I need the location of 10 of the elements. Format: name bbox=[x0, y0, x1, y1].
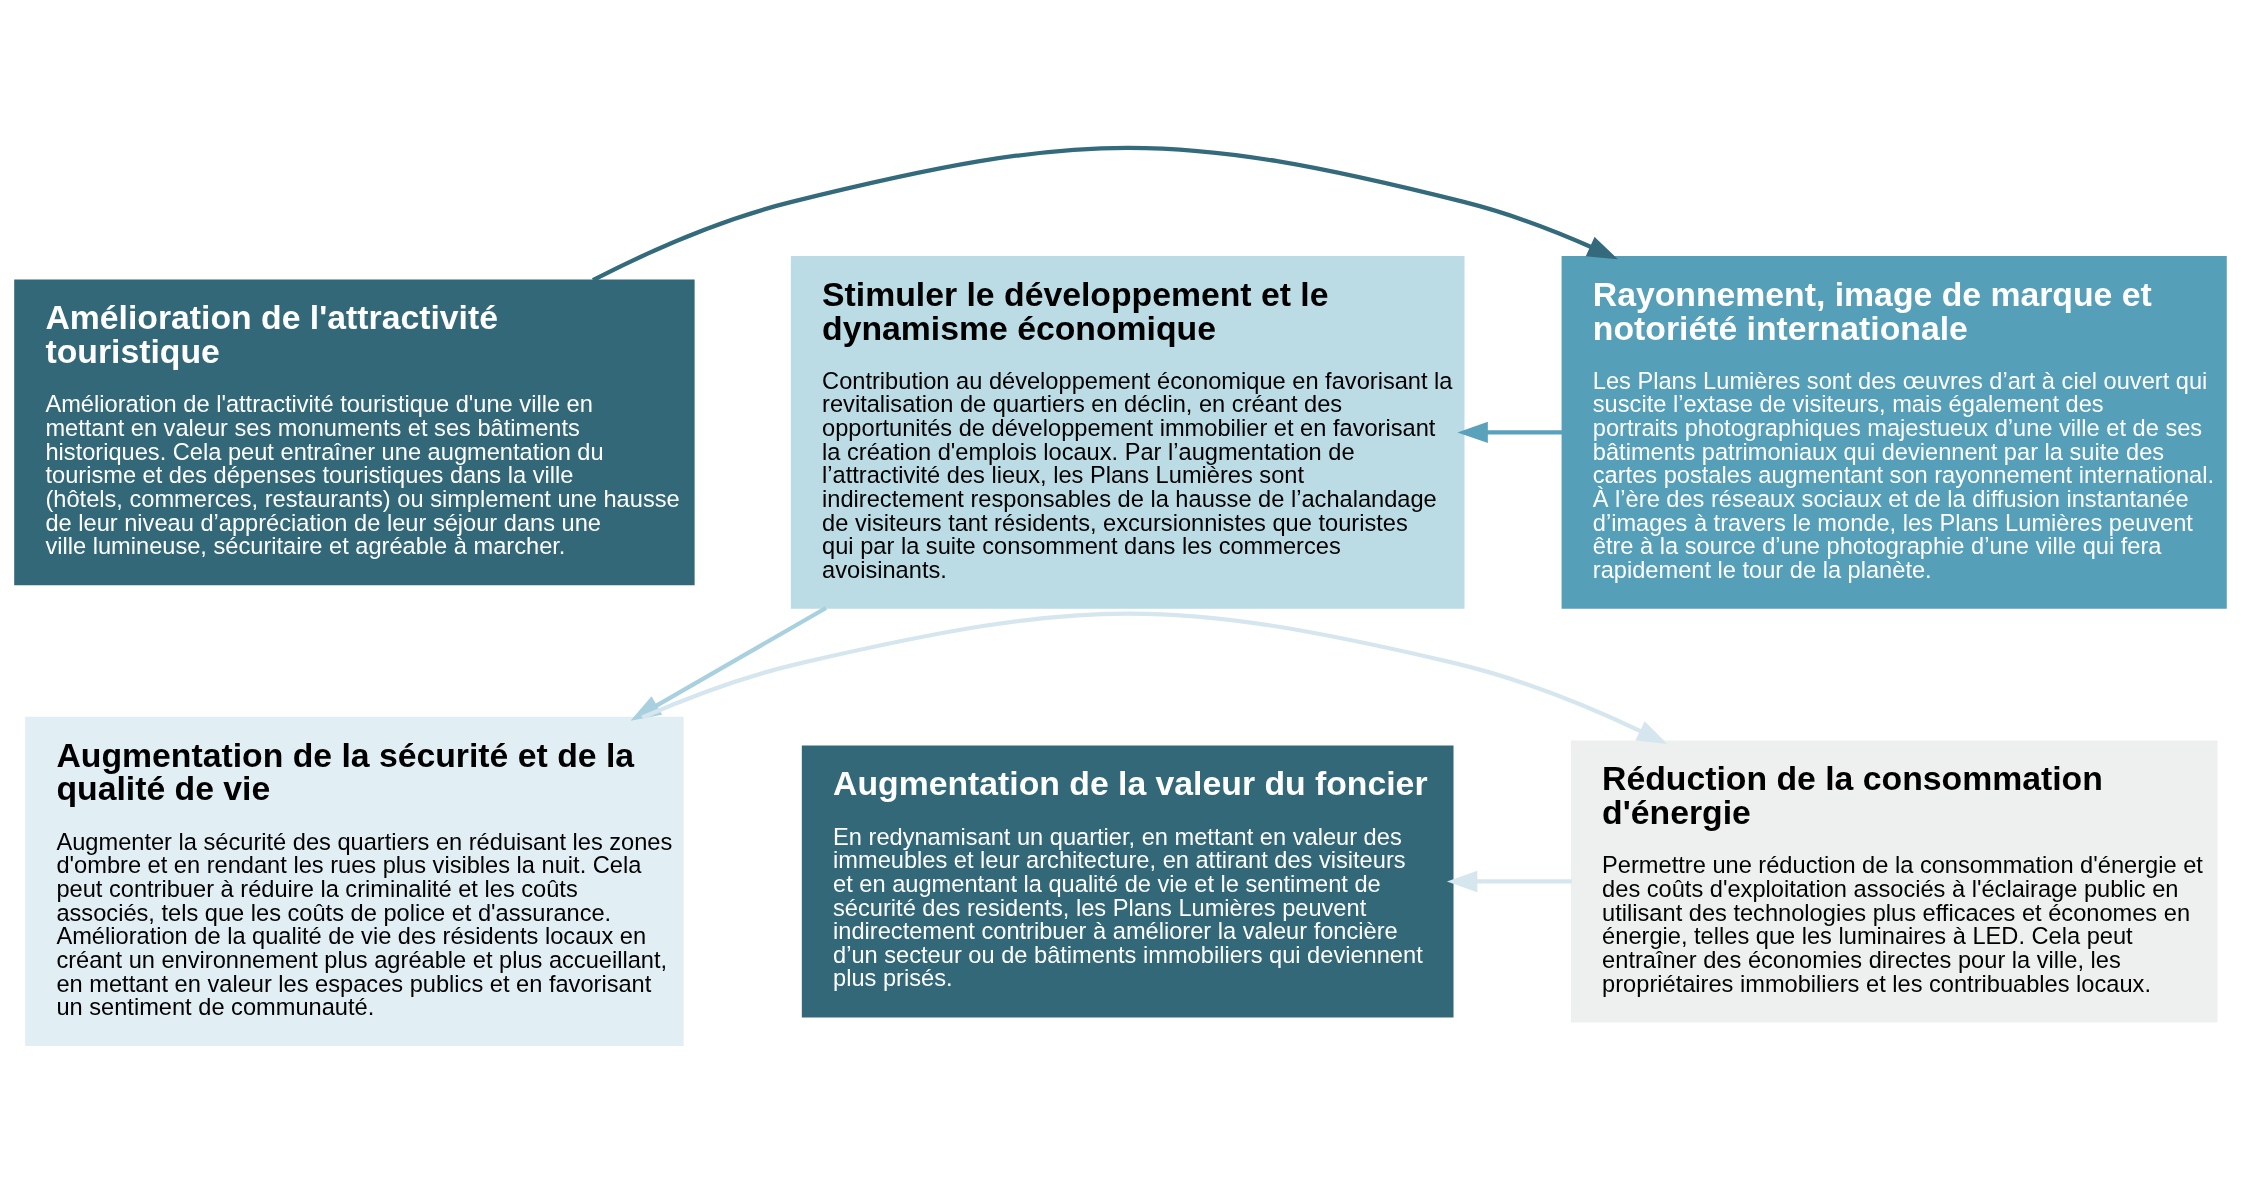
node-box: Augmentation de la sécurité et de la qualité de vie Augmenter la sécurité des quartiers en réduisant les zones d'ombre et en rendant les rues plus visibles la nuit. Cela peut contribuer à réduire la criminalité et les coûts associés, tels que les coûts de police et d'assurance. Amélioration de la qualité de vie des résidents locaux en créant un environnement plus agréable et plus accueillant, en mettant en valeur les espaces publics et en favorisant un sentiment de communauté. bbox=[25, 716, 684, 1046]
node-box: Rayonnement, image de marque et notoriété internationale Les Plans Lumières sont des œuvres d’art à ciel ouvert qui suscite l’extase de visiteurs, mais également des portraits photographiques majestueux d’une ville et de ses bâtiments patrimoniaux qui deviennent par la suite des cartes postales augmentant son rayonnement international. À l’ère des réseaux sociaux et de la diffusion instantanée d’images à travers le monde, les Plans Lumières peuvent être à la source d’une photographie d’une ville qui fera rapidement le tour de la planète. bbox=[1561, 255, 2227, 609]
arrow bbox=[591, 145, 1618, 282]
node-box: Amélioration de l'attractivité touristique Amélioration de l'attractivité touristique d'une ville en mettant en valeur ses monuments et ses bâtiments historiques. Cela peut entraîner une augmentation du tourisme et des dépenses touristiques dans la ville (hôtels, commerces, restaurants) ou simplement une hausse de leur niveau d’appréciation de leur séjour dans une ville lumineuse, sécuritaire et agréable à marcher. bbox=[14, 279, 695, 585]
node-box: Réduction de la consommation d'énergie Permettre une réduction de la consommation d'énergie et des coûts d'exploitation associés à l'éclairage public en utilisant des technologies plus efficaces et économes en énergie, telles que les luminaires à LED. Cela peut entraîner des économies directes pour la ville, les propriétaires immobiliers et les contribuables locaux. bbox=[1570, 740, 2218, 1022]
node-box: Stimuler le développement et le dynamisme économique Contribution au développement économique en favorisant la revitalisation de quartiers en déclin, en créant des opportunités de développement immobilier et en favorisant la création d'emplois locaux. Par l’augmentation de l’attractivité des lieux, les Plans Lumières sont indirectement responsables de la hausse de l’achalandage de visiteurs tant résidents, excursionnistes que touristes qui par la suite consomment dans les commerces avoisinants. bbox=[790, 255, 1465, 609]
node-box: Augmentation de la valeur du foncier En redynamisant un quartier, en mettant en valeur des immeubles et leur architecture, en attirant des visiteurs et en augmentant la qualité de vie et le sentiment de sécurité des residents, les Plans Lumières peuvent indirectement contribuer à améliorer la valeur foncière d’un secteur ou de bâtiments immobiliers qui deviennent plus prisés. bbox=[801, 745, 1454, 1017]
arrow bbox=[1446, 870, 1572, 892]
arrow bbox=[641, 610, 1668, 744]
arrow bbox=[1457, 421, 1563, 443]
